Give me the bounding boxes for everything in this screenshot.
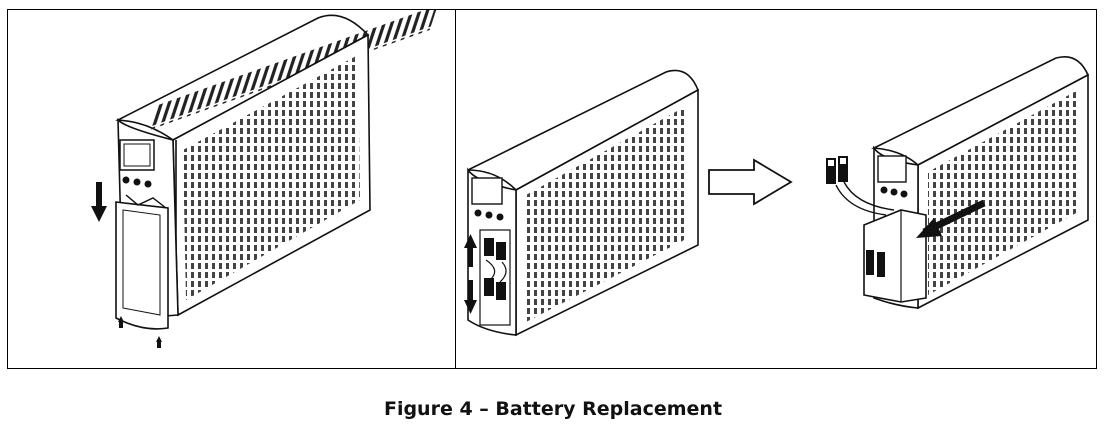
screw-icon: [118, 316, 124, 328]
ups-battery-removed: [826, 56, 1090, 310]
figure-caption: Figure 4 – Battery Replacement: [383, 398, 723, 420]
down-arrow-icon: [464, 280, 477, 314]
battery-connector-icon: [826, 156, 848, 184]
panel-divider: [455, 9, 456, 369]
down-arrow-icon: [91, 182, 107, 222]
panel-remove-front-cover: [8, 10, 455, 368]
screw-icon: [156, 336, 162, 348]
ups-cover-illustration: [91, 10, 438, 348]
up-arrow-icon: [464, 234, 477, 267]
panel-battery-replacement: [456, 10, 1096, 368]
right-hollow-arrow-icon: [708, 158, 793, 206]
ups-battery-illustration: [464, 56, 1090, 337]
ups-open-compartment: [464, 69, 700, 337]
pull-arrow-icon: [916, 199, 986, 238]
